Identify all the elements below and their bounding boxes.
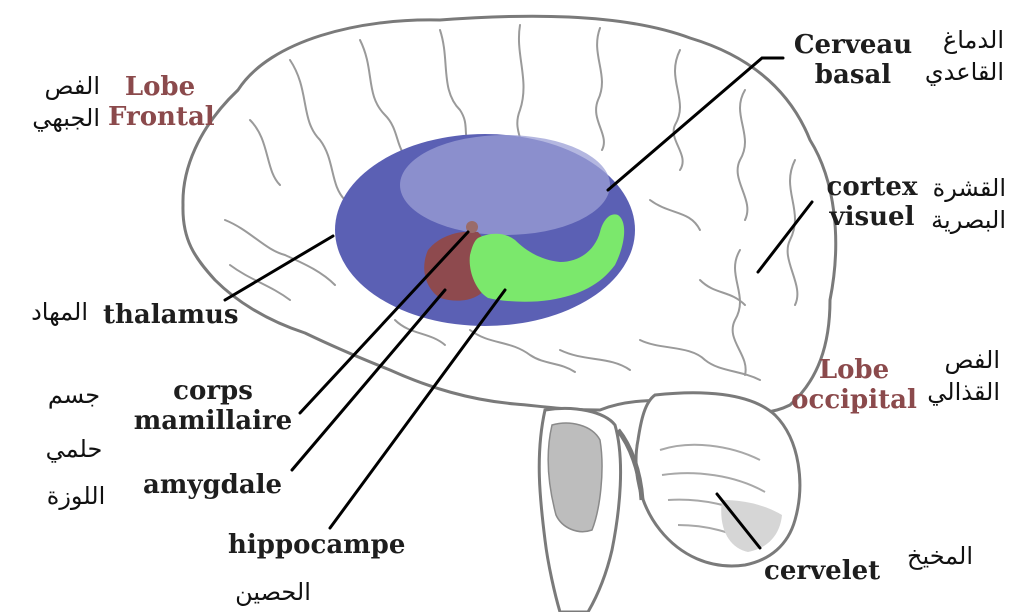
label-cervelet-ar: المخيخ: [900, 540, 980, 572]
label-cerveau-basal-line1: Cerveau: [788, 30, 918, 60]
label-corps-mamillaire-ar-line2: حلمي: [34, 422, 114, 476]
label-corps-mamillaire-line2: mamillaire: [128, 406, 298, 436]
label-lobe-occipital-ar-line1: الفص: [920, 344, 1000, 376]
label-lobe-frontal-ar-line2: الجبهي: [8, 102, 100, 134]
label-cerveau-basal-ar-line1: الدماغ: [924, 24, 1004, 56]
label-lobe-frontal-line1: Lobe: [108, 72, 212, 102]
label-hippocampe: hippocampe: [228, 530, 405, 560]
label-lobe-occipital-line1: Lobe: [788, 355, 920, 385]
label-corps-mamillaire: corps mamillaire: [128, 376, 298, 436]
label-thalamus-ar: المهاد: [6, 296, 88, 328]
label-thalamus: thalamus: [103, 300, 239, 330]
label-cortex-visuel-ar: القشرة البصرية: [926, 172, 1006, 236]
label-cerveau-basal-ar-line2: القاعدي: [924, 56, 1004, 88]
label-cerveau-basal: Cerveau basal: [788, 30, 918, 90]
label-cerveau-basal-line2: basal: [788, 60, 918, 90]
label-cortex-visuel-line2: visuel: [820, 202, 924, 232]
label-cervelet: cervelet: [764, 556, 880, 586]
label-corps-mamillaire-ar: جسم حلمي: [34, 368, 114, 476]
label-corps-mamillaire-line1: corps: [128, 376, 298, 406]
label-lobe-frontal-ar: الفص الجبهي: [8, 70, 100, 134]
label-lobe-occipital-ar: الفص القذالي: [920, 344, 1000, 408]
label-lobe-frontal: Lobe Frontal: [108, 72, 212, 132]
cerebellum: [636, 393, 800, 566]
label-cortex-visuel-line1: cortex: [820, 172, 924, 202]
label-corps-mamillaire-ar-line1: جسم: [34, 368, 114, 422]
basal-brain-highlight: [400, 135, 610, 235]
label-amygdale: amygdale: [143, 470, 282, 500]
label-cortex-visuel: cortex visuel: [820, 172, 924, 232]
brainstem: [539, 408, 642, 612]
label-lobe-occipital-ar-line2: القذالي: [920, 376, 1000, 408]
label-amygdale-ar: اللوزة: [36, 480, 116, 512]
label-hippocampe-ar: الحصين: [228, 576, 318, 608]
label-lobe-frontal-line2: Frontal: [108, 102, 212, 132]
label-lobe-occipital: Lobe occipital: [788, 355, 920, 415]
label-cerveau-basal-ar: الدماغ القاعدي: [924, 24, 1004, 88]
label-lobe-frontal-ar-line1: الفص: [8, 70, 100, 102]
label-cortex-visuel-ar-line2: البصرية: [926, 204, 1006, 236]
label-lobe-occipital-line2: occipital: [788, 385, 920, 415]
label-cortex-visuel-ar-line1: القشرة: [926, 172, 1006, 204]
